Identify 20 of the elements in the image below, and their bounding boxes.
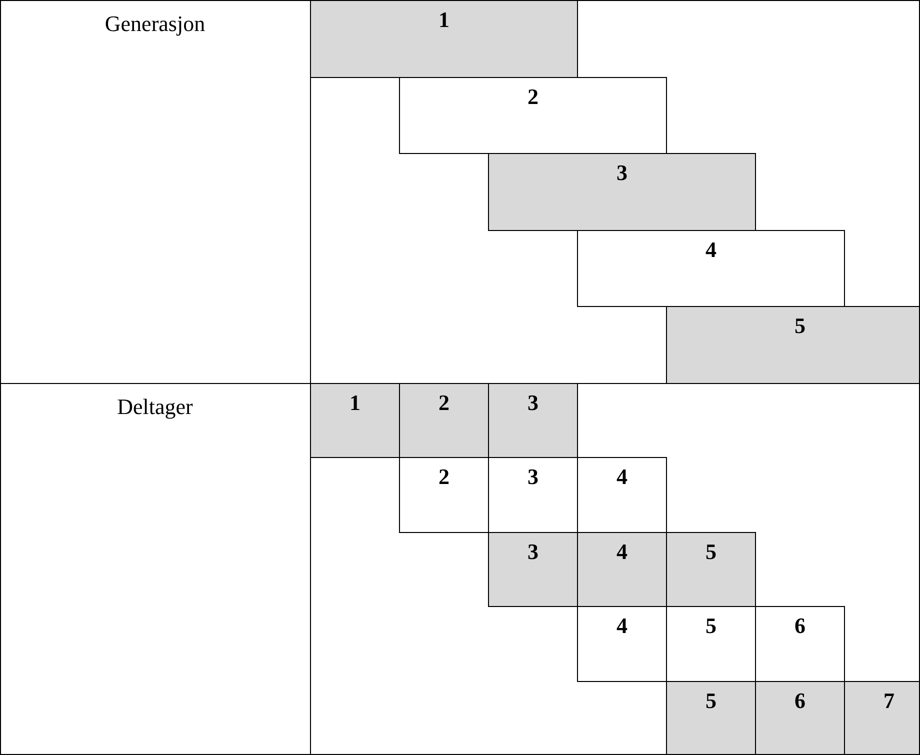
participant-cell: 3 (488, 383, 578, 458)
participant-cell: 4 (577, 606, 667, 682)
generation-bar: 1 (310, 0, 578, 78)
participant-cell: 4 (577, 457, 667, 533)
generation-bar: 4 (577, 230, 845, 308)
row-header: Generasjon (0, 4, 310, 44)
participant-cell: 5 (666, 532, 756, 608)
row-header: Deltager (0, 387, 310, 427)
participant-cell: 1 (310, 383, 400, 458)
generation-bar: 5 (666, 306, 920, 384)
participant-cell: 2 (399, 457, 489, 533)
participant-cell: 5 (666, 680, 756, 755)
participant-cell: 6 (755, 606, 845, 682)
participant-cell: 6 (755, 680, 845, 755)
participant-cell: 7 (844, 680, 920, 755)
participant-cell: 3 (488, 532, 578, 608)
generation-bar: 3 (488, 153, 756, 231)
participant-cell: 4 (577, 532, 667, 608)
participant-cell: 2 (399, 383, 489, 458)
generation-bar: 2 (399, 76, 667, 154)
